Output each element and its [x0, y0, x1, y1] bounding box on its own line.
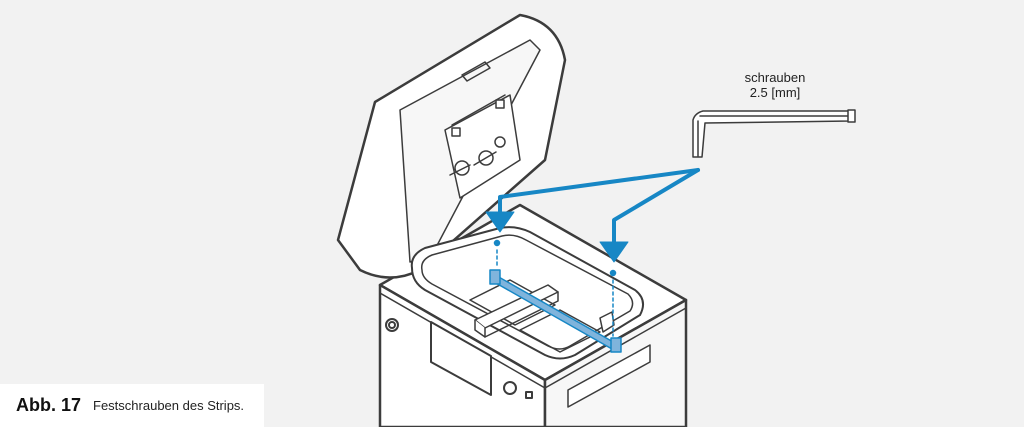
arrow-right-head [599, 241, 629, 263]
screw-point-left [493, 239, 501, 247]
direction-arrows [485, 168, 700, 263]
front-knob-right [503, 381, 517, 395]
display-screen [430, 321, 492, 396]
arrow-right-line [612, 168, 700, 244]
strip-tab [599, 311, 615, 333]
lid-mechanism [444, 94, 521, 199]
strip-bracket-left [489, 269, 501, 285]
side-vent [567, 344, 651, 408]
tool-label-line2: 2.5 [mm] [749, 85, 801, 100]
screw-guides [493, 239, 617, 337]
tool-label-line1: schrauben [744, 70, 806, 85]
front-port [525, 391, 533, 399]
arrow-left-line [498, 168, 700, 214]
strip [489, 269, 622, 353]
front-knob-left [385, 318, 399, 332]
hex-key-icon [692, 109, 856, 158]
figure-caption: Abb. 17 Festschrauben des Strips. [0, 384, 264, 427]
arrow-left-head [485, 211, 515, 233]
strip-bracket-right [610, 337, 622, 353]
screw-point-right [609, 269, 617, 277]
front-knob-left-inner [388, 321, 396, 329]
caption-number: Abb. 17 [16, 395, 82, 415]
caption-text: Festschrauben des Strips. [93, 398, 245, 413]
tool-label: schrauben 2.5 [mm] [720, 70, 830, 100]
